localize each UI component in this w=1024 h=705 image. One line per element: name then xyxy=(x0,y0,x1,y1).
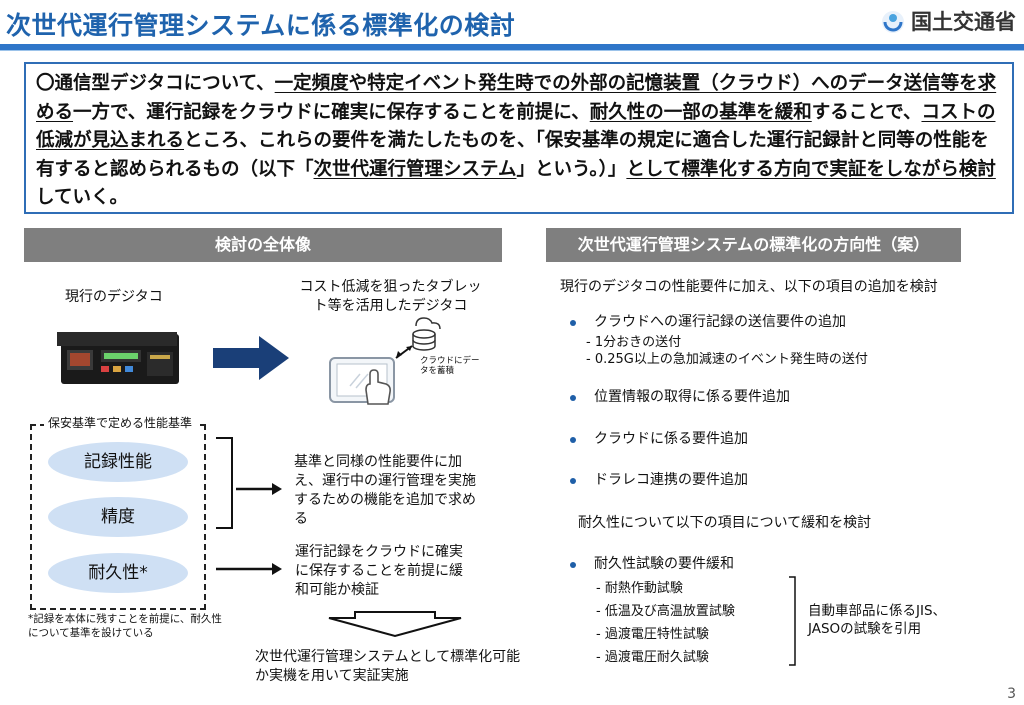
sub-item: - 1分おきの送付 xyxy=(586,335,682,350)
bullet-icon xyxy=(570,320,576,326)
left-section-band: 検討の全体像 xyxy=(24,228,502,262)
tablet-digitaco-caption: コスト低減を狙ったタブレット等を活用したデジタコ xyxy=(299,279,482,314)
requirement-relax-text: 運行記録をクラウドに確実に保存することを前提に緩和可能か検証 xyxy=(295,544,463,598)
test-bracket xyxy=(788,576,800,666)
intro-text: ところ、これらの要件を満たしたものを、「保安基準の規定に適合した運行記録計と同等… xyxy=(36,130,989,180)
intro-text: 」という。）」 xyxy=(516,158,627,180)
item-location: 位置情報の取得に係る要件追加 xyxy=(594,389,790,405)
intro-text: 〇通信型デジタコについて、 xyxy=(36,73,275,94)
bullet-icon xyxy=(570,562,576,568)
item-durability-relax: 耐久性試験の要件緩和 xyxy=(594,556,734,572)
right-lead-add: 現行のデジタコの性能要件に加え、以下の項目の追加を検討 xyxy=(560,279,938,295)
right-section-band: 次世代運行管理システムの標準化の方向性（案） xyxy=(546,228,961,262)
ministry-emblem-icon xyxy=(881,10,905,34)
durability-footnote: *記録を本体に残すことを前提に、耐久性について基準を設けている xyxy=(28,613,222,639)
intro-box: 〇通信型デジタコについて、一定頻度や特定イベント発生時での外部の記憶装置（クラウ… xyxy=(24,62,1014,214)
sub-item: - 耐熱作動試験 xyxy=(596,581,683,596)
jis-jaso-note: 自動車部品に係るJIS、JASOの試験を引用 xyxy=(808,603,947,637)
standards-box-label: 保安基準で定める性能基準 xyxy=(44,414,197,432)
page-title: 次世代運行管理システムに係る標準化の検討 xyxy=(6,11,516,40)
sub-item: - 0.25G以上の急加減速のイベント発生時の送付 xyxy=(586,352,868,367)
sub-item: - 過渡電圧耐久試験 xyxy=(596,650,709,665)
current-digitaco-label: 現行のデジタコ xyxy=(65,289,163,305)
intro-text: していく。 xyxy=(36,187,128,208)
title-rule-thin xyxy=(0,50,1024,51)
conclusion-text: 次世代運行管理システムとして標準化可能か実機を用いて実証実施 xyxy=(255,649,521,684)
requirement-arrows xyxy=(210,436,290,586)
title-rule xyxy=(0,44,1024,50)
intro-underlined-text: 次世代運行管理システム xyxy=(313,158,517,180)
intro-underlined-text: 耐久性の一部の基準を緩和 xyxy=(589,101,812,123)
item-dashcam: ドラレコ連携の要件追加 xyxy=(594,472,748,488)
requirement-add-text: 基準と同様の性能要件に加え、運行中の運行管理を実施するための機能を追加で求める xyxy=(294,454,476,527)
bullet-icon xyxy=(570,478,576,484)
bullet-icon xyxy=(570,437,576,443)
ellipse-recording-performance: 記録性能 xyxy=(48,442,188,482)
intro-text: 一方で、運行記録をクラウドに確実に保存することを前提に、 xyxy=(73,101,590,123)
ministry-logo: 国土交通省 xyxy=(881,6,1016,36)
cloud-caption: クラウドにデータを蓄積 xyxy=(420,356,480,376)
conclusion-arrow xyxy=(325,610,465,638)
tablet-illustration xyxy=(326,316,466,416)
right-lead-relax: 耐久性について以下の項目について緩和を検討 xyxy=(578,515,872,531)
item-cloud: クラウドに係る要件追加 xyxy=(594,431,748,447)
intro-underlined-text: コストの低減が見込まれる xyxy=(36,101,996,152)
item-cloud-send: クラウドへの運行記録の送信要件の追加 xyxy=(594,314,846,330)
transition-arrow xyxy=(213,336,289,380)
ellipse-durability: 耐久性* xyxy=(48,553,188,593)
sub-item: - 低温及び高温放置試験 xyxy=(596,604,735,619)
sub-item: - 過渡電圧特性試験 xyxy=(596,627,709,642)
intro-underlined-text: 一定頻度や特定イベント発生時での外部の記憶装置（クラウド）へのデータ送信等を求め… xyxy=(36,73,997,123)
ministry-name: 国土交通省 xyxy=(911,10,1016,34)
intro-underlined-text: として標準化する方向で実証をしながら検討 xyxy=(626,158,996,180)
bullet-icon xyxy=(570,395,576,401)
digital-tachograph-image xyxy=(55,328,183,388)
page-number: 3 xyxy=(1007,686,1016,702)
ellipse-accuracy: 精度 xyxy=(48,497,188,537)
intro-text: することで、 xyxy=(811,101,922,123)
